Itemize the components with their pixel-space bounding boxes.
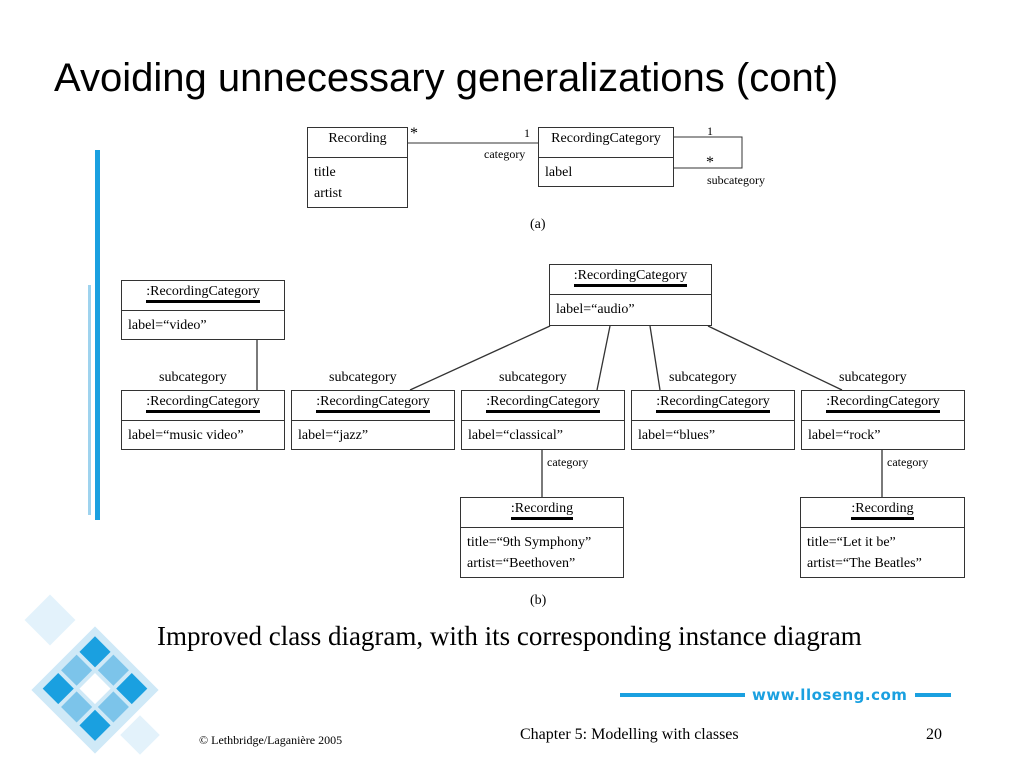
mult-self-one: 1	[707, 124, 713, 138]
instance-blues-attr: label=“blues”	[638, 428, 716, 443]
instance-jazz: :RecordingCategory label=“jazz”	[291, 390, 455, 450]
instance-recording-beatles-title: title=“Let it be”	[807, 535, 896, 550]
instance-recording-beethoven-title: title=“9th Symphony”	[467, 535, 592, 550]
instance-video: :RecordingCategory label=“video”	[121, 280, 285, 340]
role-subcategory-blues: subcategory	[669, 370, 737, 385]
instance-classical-attr: label=“classical”	[468, 428, 563, 443]
instance-jazz-attr: label=“jazz”	[298, 428, 369, 443]
instance-audio: :RecordingCategory label=“audio”	[549, 264, 712, 326]
role-subcategory-music-video: subcategory	[159, 370, 227, 385]
instance-rock: :RecordingCategory label=“rock”	[801, 390, 965, 450]
instance-blues-name: :RecordingCategory	[656, 394, 770, 411]
instance-blues: :RecordingCategory label=“blues”	[631, 390, 795, 450]
class-recording-category-name: RecordingCategory	[539, 128, 673, 158]
instance-classical: :RecordingCategory label=“classical”	[461, 390, 625, 450]
instance-recording-beethoven-artist: artist=“Beethoven”	[467, 556, 576, 571]
instance-video-name: :RecordingCategory	[146, 284, 260, 301]
role-subcategory-classical: subcategory	[499, 370, 567, 385]
instance-recording-beethoven: :Recording title=“9th Symphony” artist=“…	[460, 497, 624, 578]
class-recording-category-attr-label: label	[545, 165, 573, 180]
mult-self-many: *	[706, 154, 714, 171]
instance-audio-attr: label=“audio”	[556, 302, 635, 317]
class-recording: Recording title artist	[307, 127, 408, 208]
chapter-title: Chapter 5: Modelling with classes	[520, 726, 739, 743]
instance-jazz-name: :RecordingCategory	[316, 394, 430, 411]
instance-rock-name: :RecordingCategory	[826, 394, 940, 411]
diagram-b-label: (b)	[530, 593, 547, 608]
role-subcategory-a: subcategory	[707, 173, 765, 187]
instance-rock-attr: label=“rock”	[808, 428, 881, 443]
diagram-a-label: (a)	[530, 217, 546, 232]
instance-recording-beatles: :Recording title=“Let it be” artist=“The…	[800, 497, 965, 578]
role-category-a: category	[484, 147, 526, 161]
instance-music-video-attr: label=“music video”	[128, 428, 244, 443]
instance-recording-beatles-artist: artist=“The Beatles”	[807, 556, 922, 571]
website-link[interactable]: www.lloseng.com	[752, 686, 908, 704]
role-subcategory-rock: subcategory	[839, 370, 907, 385]
class-recording-attr-artist: artist	[314, 186, 342, 201]
role-subcategory-jazz: subcategory	[329, 370, 397, 385]
instance-recording-beethoven-name: :Recording	[510, 501, 574, 518]
class-recording-category: RecordingCategory label	[538, 127, 674, 187]
instance-video-attr: label=“video”	[128, 318, 207, 333]
page-number: 20	[926, 726, 942, 743]
class-recording-attr-title: title	[314, 165, 336, 180]
slide-caption: Improved class diagram, with its corresp…	[157, 621, 862, 651]
mult-category-one: 1	[524, 126, 530, 140]
instance-audio-name: :RecordingCategory	[573, 268, 688, 285]
role-category-beethoven: category	[547, 455, 589, 469]
slide-title: Avoiding unnecessary generalizations (co…	[54, 56, 839, 100]
role-category-beatles: category	[887, 455, 929, 469]
mult-recording-many: *	[410, 125, 418, 142]
instance-classical-name: :RecordingCategory	[486, 394, 600, 411]
instance-recording-beatles-name: :Recording	[851, 501, 914, 518]
instance-music-video: :RecordingCategory label=“music video”	[121, 390, 285, 450]
copyright-notice: © Lethbridge/Laganière 2005	[199, 733, 343, 747]
instance-music-video-name: :RecordingCategory	[146, 394, 260, 411]
class-recording-name: Recording	[308, 128, 407, 158]
